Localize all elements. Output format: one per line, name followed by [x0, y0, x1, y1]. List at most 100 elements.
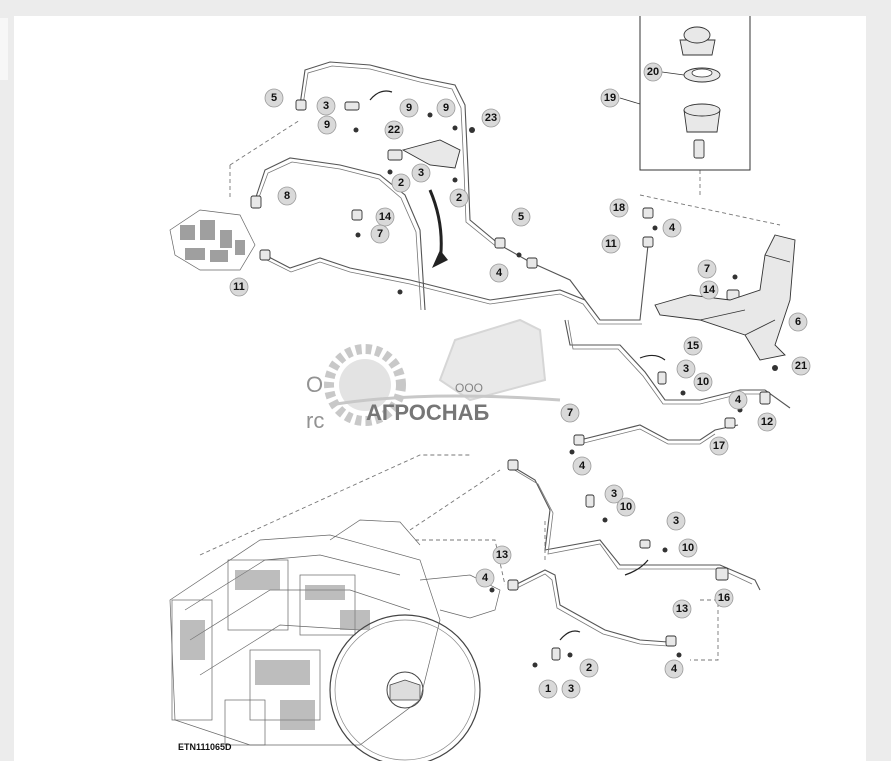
- callout: 10: [693, 372, 713, 392]
- callout-label: 23: [485, 112, 497, 124]
- callout: 17: [709, 436, 729, 456]
- mounting-bracket: [401, 139, 796, 361]
- callout: 4: [662, 218, 682, 238]
- callout: 2: [579, 658, 599, 678]
- engine-assembly: [169, 454, 501, 761]
- callout: 2: [449, 188, 469, 208]
- callout-label: 18: [613, 202, 625, 214]
- callout: 6: [788, 312, 808, 332]
- callout: 14: [699, 280, 719, 300]
- figure-code: ETN111065D: [178, 742, 232, 752]
- parts-diagram: О rc ООО АГРОСНАБ ETN111065D 5 3 9 9 9 2…: [169, 16, 811, 761]
- callout-label: 10: [682, 542, 694, 554]
- callout-label: 3: [568, 683, 574, 695]
- callout: 20: [643, 62, 663, 82]
- callout: 4: [664, 659, 684, 679]
- callout: 2: [391, 173, 411, 193]
- callout-label: 11: [605, 238, 617, 250]
- callout-label: 5: [271, 92, 277, 104]
- callout-label: 15: [687, 340, 699, 352]
- callout-label: 2: [456, 192, 462, 204]
- callout-label: 7: [377, 228, 383, 240]
- callout-label: 2: [586, 662, 592, 674]
- left-strip: [0, 18, 8, 80]
- callout: 9: [436, 98, 456, 118]
- hydraulic-lines: [254, 61, 791, 661]
- callout: 3: [316, 96, 336, 116]
- callout-group: 5 3 9 9 9 23 22 2 3 2 8 14 7 5 4 11 11 1…: [229, 62, 811, 699]
- callout-label: 17: [713, 440, 725, 452]
- callout: 4: [489, 263, 509, 283]
- callout: 3: [666, 511, 686, 531]
- callout-label: 9: [324, 119, 330, 131]
- callout: 4: [475, 568, 495, 588]
- callout-label: 10: [620, 501, 632, 513]
- callout: 7: [697, 259, 717, 279]
- callout-label: 1: [545, 683, 551, 695]
- callout-label: 19: [604, 92, 616, 104]
- callout-label: 8: [284, 190, 290, 202]
- callout: 5: [511, 207, 531, 227]
- watermark-fragment-2: rc: [306, 408, 324, 433]
- callout-label: 13: [676, 603, 688, 615]
- callout: 14: [375, 207, 395, 227]
- callout: 10: [678, 538, 698, 558]
- callout: 11: [601, 234, 621, 254]
- callout: 10: [616, 497, 636, 517]
- callout: 4: [572, 456, 592, 476]
- callout-label: 12: [761, 416, 773, 428]
- callout: 3: [676, 359, 696, 379]
- callout: 5: [264, 88, 284, 108]
- callout-label: 4: [482, 572, 489, 584]
- callout-label: 3: [418, 167, 424, 179]
- callout-label: 21: [795, 360, 807, 372]
- callout: 3: [411, 163, 431, 183]
- watermark-company-name: АГРОСНАБ: [366, 400, 490, 425]
- callout-label: 7: [704, 263, 710, 275]
- callout-label: 11: [233, 281, 245, 293]
- callout: 12: [757, 412, 777, 432]
- callout: 9: [399, 98, 419, 118]
- callout: 15: [683, 336, 703, 356]
- callout-label: 4: [735, 394, 742, 406]
- callout-label: 10: [697, 376, 709, 388]
- callout-label: 2: [398, 177, 404, 189]
- callout-label: 4: [669, 222, 676, 234]
- callout-label: 4: [579, 460, 586, 472]
- watermark: О rc ООО АГРОСНАБ: [306, 318, 561, 433]
- callout-label: 7: [567, 407, 573, 419]
- callout-label: 3: [673, 515, 679, 527]
- callout-label: 5: [518, 211, 524, 223]
- callout: 13: [492, 545, 512, 565]
- callout-label: 3: [611, 488, 617, 500]
- callout: 9: [317, 115, 337, 135]
- pump-cluster: [169, 119, 301, 271]
- parts-diagram-sheet: О rc ООО АГРОСНАБ ETN111065D 5 3 9 9 9 2…: [14, 16, 866, 761]
- callout: 1: [538, 679, 558, 699]
- callout-label: 4: [671, 663, 678, 675]
- watermark-fragment-1: О: [306, 372, 323, 397]
- callout-label: 22: [388, 124, 400, 136]
- callout: 21: [791, 356, 811, 376]
- filter-inset: [619, 16, 751, 171]
- callout: 11: [229, 277, 249, 297]
- watermark-prefix: ООО: [455, 381, 483, 395]
- callout: 22: [384, 120, 404, 140]
- callout: 23: [481, 108, 501, 128]
- callout-label: 16: [718, 592, 730, 604]
- callout-label: 4: [496, 267, 503, 279]
- callout-label: 6: [795, 316, 801, 328]
- callout-label: 13: [496, 549, 508, 561]
- callout: 8: [277, 186, 297, 206]
- callout-label: 9: [443, 102, 449, 114]
- callout: 4: [728, 390, 748, 410]
- callout-label: 3: [323, 100, 329, 112]
- callout: 18: [609, 198, 629, 218]
- callout: 3: [561, 679, 581, 699]
- callout-label: 14: [379, 211, 392, 223]
- callout-label: 3: [683, 363, 689, 375]
- callout-label: 20: [647, 66, 659, 78]
- callout: 3: [604, 484, 624, 504]
- callout: 7: [370, 224, 390, 244]
